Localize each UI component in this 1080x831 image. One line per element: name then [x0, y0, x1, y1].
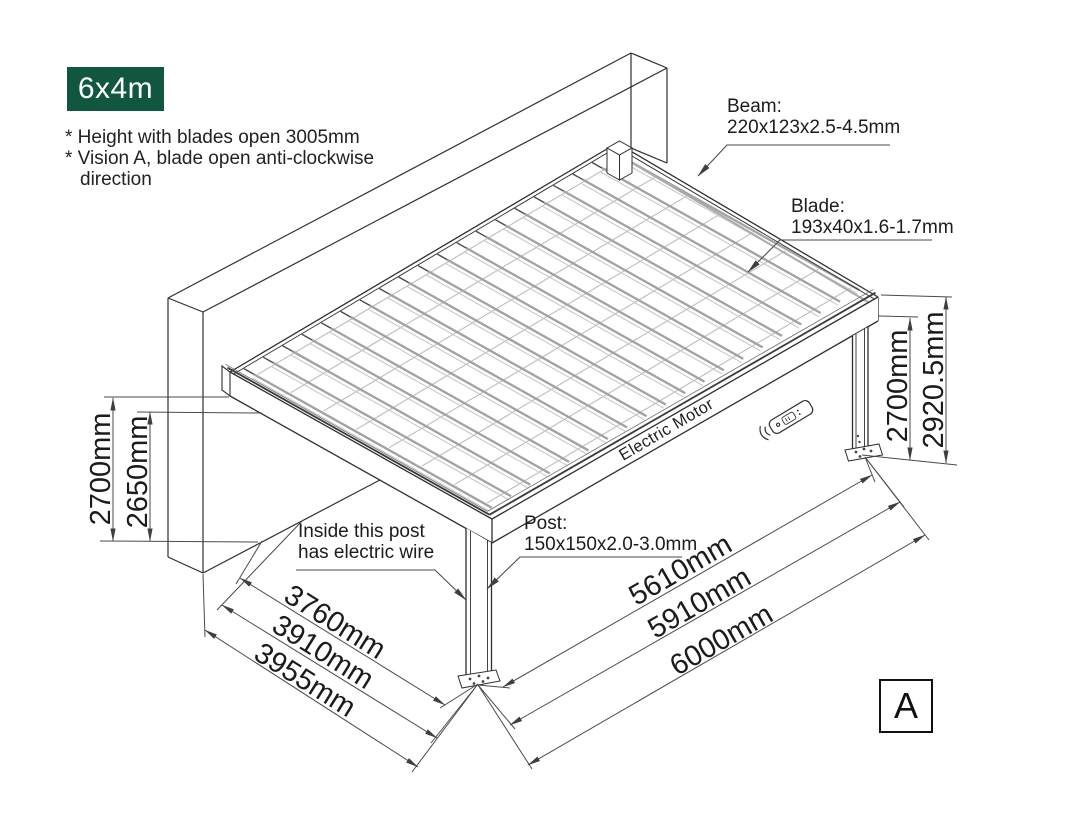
- wall-bracket: [605, 140, 634, 181]
- blade-callout-title: Blade:: [791, 196, 845, 217]
- view-label-box: A: [879, 679, 933, 733]
- beam-callout-spec: 220x123x2.5-4.5mm: [727, 117, 901, 138]
- dim-right-outer-label: 2920.5mm: [918, 311, 950, 448]
- louver-blades: [251, 155, 860, 512]
- right-post: [844, 327, 884, 462]
- dim-left-inner-label: 2650mm: [122, 416, 154, 529]
- note-line: * Vision A, blade open anti-clockwise: [65, 148, 375, 169]
- view-label: A: [893, 685, 918, 726]
- wall-right-end-face: [631, 53, 667, 163]
- post-callout: Post: 150x150x2.0-3.0mm: [524, 513, 697, 555]
- beam-leader: [697, 144, 890, 177]
- electric-wire-line2: has electric wire: [298, 542, 435, 563]
- dimension-lines: [99, 294, 958, 773]
- wall-left-end-face: [168, 298, 203, 573]
- blade-callout: Blade: 193x40x1.6-1.7mm: [791, 196, 954, 238]
- blade-leader: [747, 239, 932, 273]
- size-badge: 6x4m: [67, 67, 164, 111]
- note-line: * Height with blades open 3005mm: [65, 127, 360, 148]
- front-post-foot: [457, 669, 501, 689]
- post-leader: [486, 556, 682, 590]
- dim-bottom-left-group: [202, 519, 479, 773]
- right-post-foot: [844, 443, 884, 462]
- electric-wire-leader: [296, 569, 467, 601]
- note-line: direction: [80, 169, 152, 190]
- beam-callout-title: Beam:: [727, 96, 782, 117]
- dim-right-inner-label: 2700mm: [882, 330, 914, 443]
- front-post: [457, 528, 501, 689]
- post-callout-spec: 150x150x2.0-3.0mm: [524, 534, 698, 555]
- notes-block: * Height with blades open 3005mm * Visio…: [65, 127, 374, 190]
- dim-left-group: [99, 396, 263, 543]
- callout-leaders: [296, 144, 932, 601]
- remote-control-icon: [759, 399, 814, 441]
- electric-wire-line1: Inside this post: [298, 521, 425, 542]
- beam-callout: Beam: 220x123x2.5-4.5mm: [727, 96, 900, 138]
- blade-callout-spec: 193x40x1.6-1.7mm: [791, 217, 954, 238]
- dim-bottom-right-group: [477, 456, 930, 770]
- post-callout-title: Post:: [524, 513, 568, 534]
- electric-wire-callout: Inside this post has electric wire: [298, 521, 434, 563]
- dim-left-outer-label: 2700mm: [85, 413, 117, 526]
- dim-right-group: [861, 294, 958, 466]
- signal-waves-icon: [759, 426, 771, 441]
- blade-hinge-ticks: [243, 150, 622, 375]
- wall-top-face: [168, 53, 667, 312]
